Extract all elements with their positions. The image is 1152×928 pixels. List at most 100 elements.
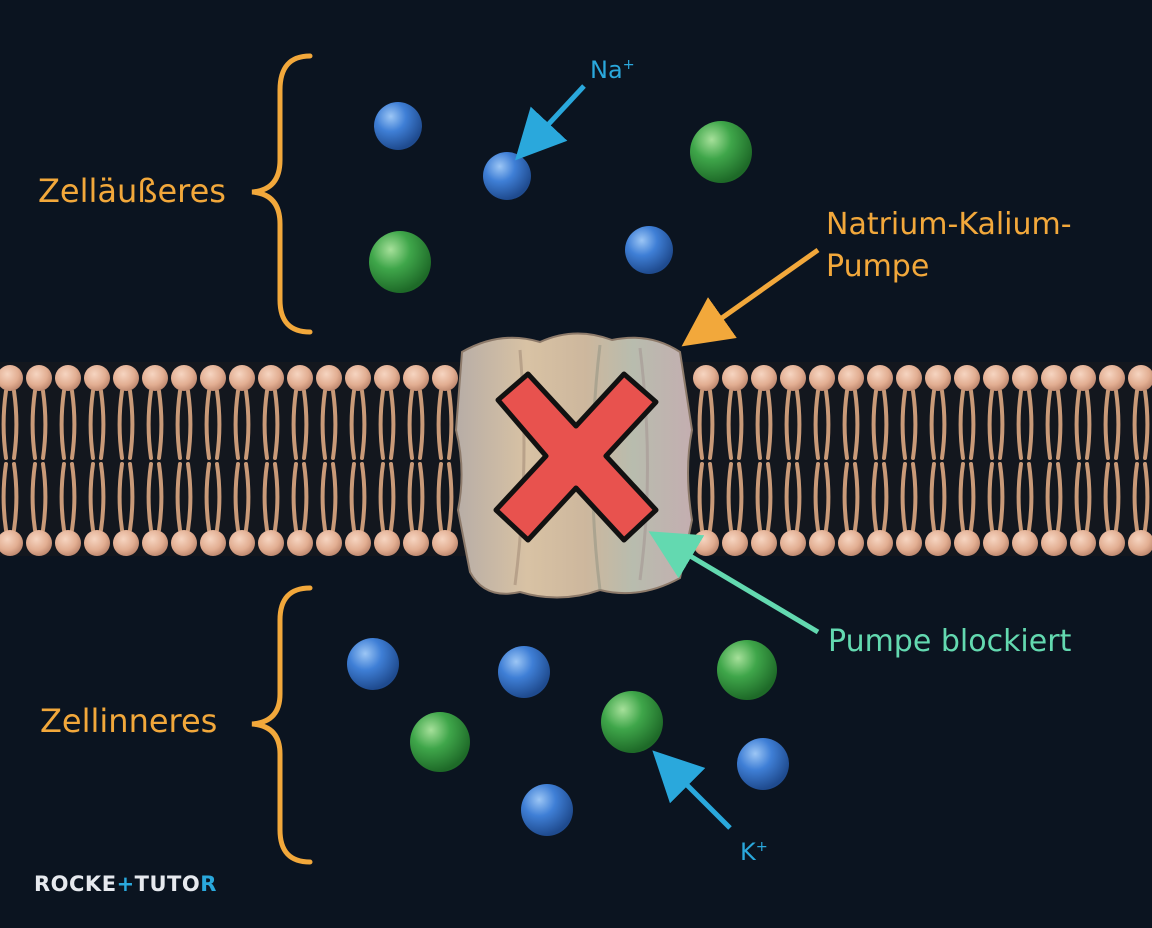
logo-plus: + [116, 872, 135, 896]
lipid-tail [824, 462, 831, 532]
lipid-tail [987, 389, 994, 460]
lipid-head [171, 530, 197, 556]
lipid-head [809, 365, 835, 391]
lipid-tail [755, 462, 762, 532]
lipid-tail [929, 389, 936, 460]
lipid-tail [871, 462, 878, 532]
sodium-ion [347, 638, 399, 690]
sodium-ion [483, 152, 531, 200]
lipid-tail [233, 462, 240, 532]
lipid-tail [262, 462, 269, 532]
lipid-head [403, 365, 429, 391]
lipid-head [867, 365, 893, 391]
lipid-tail [998, 462, 1005, 532]
lipid-head [693, 365, 719, 391]
lipid-head [316, 530, 342, 556]
lipid-tail [360, 462, 367, 532]
lipid-tail [900, 462, 907, 532]
sodium-ion [498, 646, 550, 698]
lipid-tail [407, 389, 414, 460]
lipid-tail [320, 389, 327, 460]
pump-label-line-2: Pumpe [826, 249, 930, 284]
lipid-tail [708, 389, 715, 460]
lipid-tail [418, 462, 425, 532]
lipid-tail [813, 462, 820, 532]
lipid-tail [204, 462, 211, 532]
potassium-ion [410, 712, 470, 772]
lipid-tail [958, 389, 965, 460]
lipid-head [345, 530, 371, 556]
lipid-head [722, 530, 748, 556]
lipid-head [1012, 365, 1038, 391]
lipid-tail [1132, 389, 1139, 460]
lipid-tail [784, 389, 791, 460]
lipid-tail [766, 389, 773, 460]
lipid-head [954, 530, 980, 556]
lipid-tail [175, 389, 182, 460]
inside-label: Zellinneres [40, 702, 218, 740]
lipid-head [171, 365, 197, 391]
lipid-head [142, 365, 168, 391]
lipid-tail [824, 389, 831, 460]
lipid-tail [146, 389, 153, 460]
lipid-head [751, 365, 777, 391]
potassium-label: K+ [740, 838, 768, 866]
lipid-tail [59, 389, 66, 460]
lipid-tail [1, 462, 8, 532]
lipid-head [1099, 365, 1125, 391]
lipid-tail [99, 462, 106, 532]
lipid-tail [1103, 462, 1110, 532]
lipid-head [925, 365, 951, 391]
lipid-tail [302, 389, 309, 460]
pump-label-line-1: Natrium-Kalium- [826, 207, 1072, 242]
potassium-ion [717, 640, 777, 700]
lipid-tail [1027, 389, 1034, 460]
lipid-tail [273, 462, 280, 532]
lipid-tail [697, 389, 704, 460]
lipid-tail [755, 389, 762, 460]
pump-label: Natrium-Kalium- Pumpe [826, 204, 1072, 288]
lipid-head [229, 530, 255, 556]
lipid-tail [30, 389, 37, 460]
lipid-tail [378, 462, 385, 532]
lipid-head [1070, 365, 1096, 391]
lipid-head [287, 365, 313, 391]
lipid-head [1041, 365, 1067, 391]
lipid-head [1041, 530, 1067, 556]
lipid-tail [30, 462, 37, 532]
lipid-tail [244, 462, 251, 532]
rocketutor-logo: ROCKE+TUTOR [34, 872, 217, 896]
lipid-tail [447, 462, 454, 532]
lipid-tail [1085, 462, 1092, 532]
lipid-head [1099, 530, 1125, 556]
lipid-head [1128, 365, 1152, 391]
lipid-tail [1143, 462, 1150, 532]
lipid-tail [128, 462, 135, 532]
na-arrow [514, 84, 586, 161]
potassium-charge: + [755, 839, 768, 855]
k-arrow [652, 750, 732, 830]
lipid-tail [1045, 462, 1052, 532]
lipid-tail [418, 389, 425, 460]
lipid-tail [1027, 462, 1034, 532]
lipid-head [780, 365, 806, 391]
lipid-tail [12, 389, 19, 460]
lipid-tail [436, 389, 443, 460]
lipid-tail [766, 462, 773, 532]
lipid-tail [726, 462, 733, 532]
lipid-tail [349, 389, 356, 460]
lipid-tail [795, 462, 802, 532]
lipid-tail [320, 462, 327, 532]
lipid-head [838, 530, 864, 556]
lipid-head [867, 530, 893, 556]
lipid-head [345, 365, 371, 391]
lipid-tail [726, 389, 733, 460]
lipid-head [432, 365, 458, 391]
lipid-head [0, 365, 23, 391]
lipid-tail [998, 389, 1005, 460]
lipid-tail [1016, 462, 1023, 532]
lipid-tail [70, 389, 77, 460]
lipid-tail [1074, 389, 1081, 460]
sodium-ion [737, 738, 789, 790]
lipid-head [751, 530, 777, 556]
